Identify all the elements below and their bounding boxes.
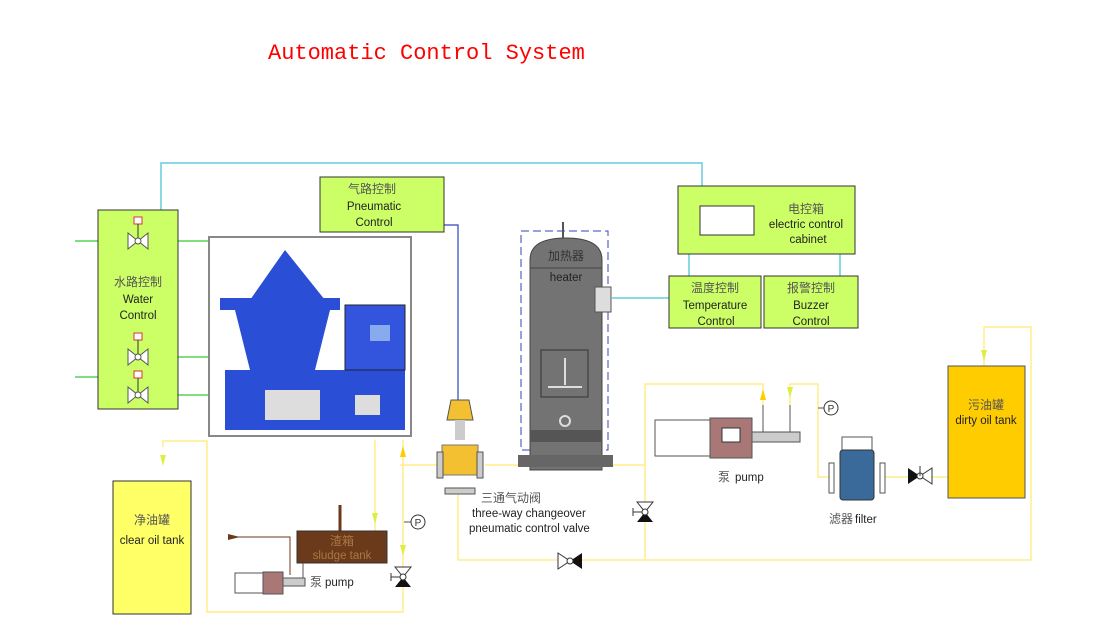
- water-valve-icon: [127, 332, 149, 366]
- svg-text:Control: Control: [792, 316, 829, 328]
- svg-text:Control: Control: [355, 217, 392, 229]
- water-valve-icon: [127, 370, 149, 404]
- svg-text:pneumatic control valve: pneumatic control valve: [469, 523, 590, 535]
- svg-text:P: P: [415, 518, 422, 529]
- svg-text:electric control: electric control: [769, 219, 843, 231]
- svg-text:P: P: [828, 404, 835, 415]
- svg-text:clear oil tank: clear oil tank: [120, 535, 185, 547]
- feed-pump: 泵 pump: [654, 405, 801, 484]
- signal-lines: [160, 162, 841, 299]
- pneumatic-control-box: 气路控制 Pneumatic Control: [319, 176, 445, 233]
- buzzer-control-box: 报警控制 Buzzer Control: [763, 275, 859, 329]
- svg-text:渣箱: 渣箱: [330, 533, 354, 548]
- temperature-control-box: 温度控制 Temperature Control: [668, 275, 762, 329]
- svg-text:heater: heater: [550, 272, 583, 284]
- svg-text:pump: pump: [325, 577, 354, 589]
- separator-unit: [208, 236, 412, 437]
- svg-text:泵: 泵: [310, 575, 322, 589]
- svg-text:三通气动阀: 三通气动阀: [481, 490, 541, 505]
- heater: 加热器 heater: [518, 222, 613, 471]
- svg-text:净油罐: 净油罐: [134, 513, 170, 527]
- three-way-valve: 三通气动阀 three-way changeover pneumatic con…: [436, 399, 590, 535]
- svg-text:Temperature: Temperature: [683, 300, 748, 312]
- pressure-gauge-icon: P: [818, 400, 839, 416]
- svg-text:cabinet: cabinet: [789, 234, 827, 246]
- dirty-oil-tank: 污油罐 dirty oil tank: [947, 365, 1026, 499]
- svg-text:滤器: 滤器: [829, 512, 853, 526]
- water-control-box: 水路控制 Water Control: [97, 209, 179, 410]
- water-valve-icon: [127, 216, 149, 250]
- svg-text:水路控制: 水路控制: [114, 274, 162, 289]
- valve-icon: [908, 466, 933, 485]
- svg-text:dirty oil tank: dirty oil tank: [955, 415, 1017, 427]
- svg-text:污油罐: 污油罐: [968, 398, 1004, 412]
- filter: 滤器 filter: [828, 436, 886, 526]
- svg-text:气路控制: 气路控制: [348, 181, 396, 196]
- svg-text:pump: pump: [735, 472, 764, 484]
- svg-text:Control: Control: [697, 316, 734, 328]
- svg-text:sludge tank: sludge tank: [313, 550, 372, 562]
- svg-text:Water: Water: [123, 294, 153, 306]
- sludge-pump: 泵 pump: [228, 534, 354, 595]
- pressure-gauge-icon: P: [404, 514, 426, 530]
- svg-text:电控箱: 电控箱: [788, 201, 824, 216]
- clear-oil-tank: 净油罐 clear oil tank: [112, 480, 192, 615]
- diagram-title: Automatic Control System: [268, 41, 585, 66]
- svg-text:温度控制: 温度控制: [691, 280, 739, 295]
- svg-text:Pneumatic: Pneumatic: [347, 201, 402, 213]
- svg-text:three-way changeover: three-way changeover: [472, 508, 586, 520]
- svg-text:Control: Control: [119, 310, 156, 322]
- pneumatic-line: [444, 224, 459, 400]
- valve-icon: [557, 552, 582, 570]
- svg-text:泵: 泵: [718, 470, 730, 484]
- svg-text:Buzzer: Buzzer: [793, 300, 829, 312]
- ball-valve-icon: [390, 566, 412, 588]
- svg-text:filter: filter: [855, 514, 877, 526]
- sludge-tank: 渣箱 sludge tank: [296, 505, 388, 564]
- electric-control-cabinet: 电控箱 electric control cabinet: [677, 185, 856, 255]
- ball-valve-icon: [632, 501, 654, 523]
- svg-text:加热器: 加热器: [548, 249, 584, 263]
- svg-text:报警控制: 报警控制: [787, 280, 835, 295]
